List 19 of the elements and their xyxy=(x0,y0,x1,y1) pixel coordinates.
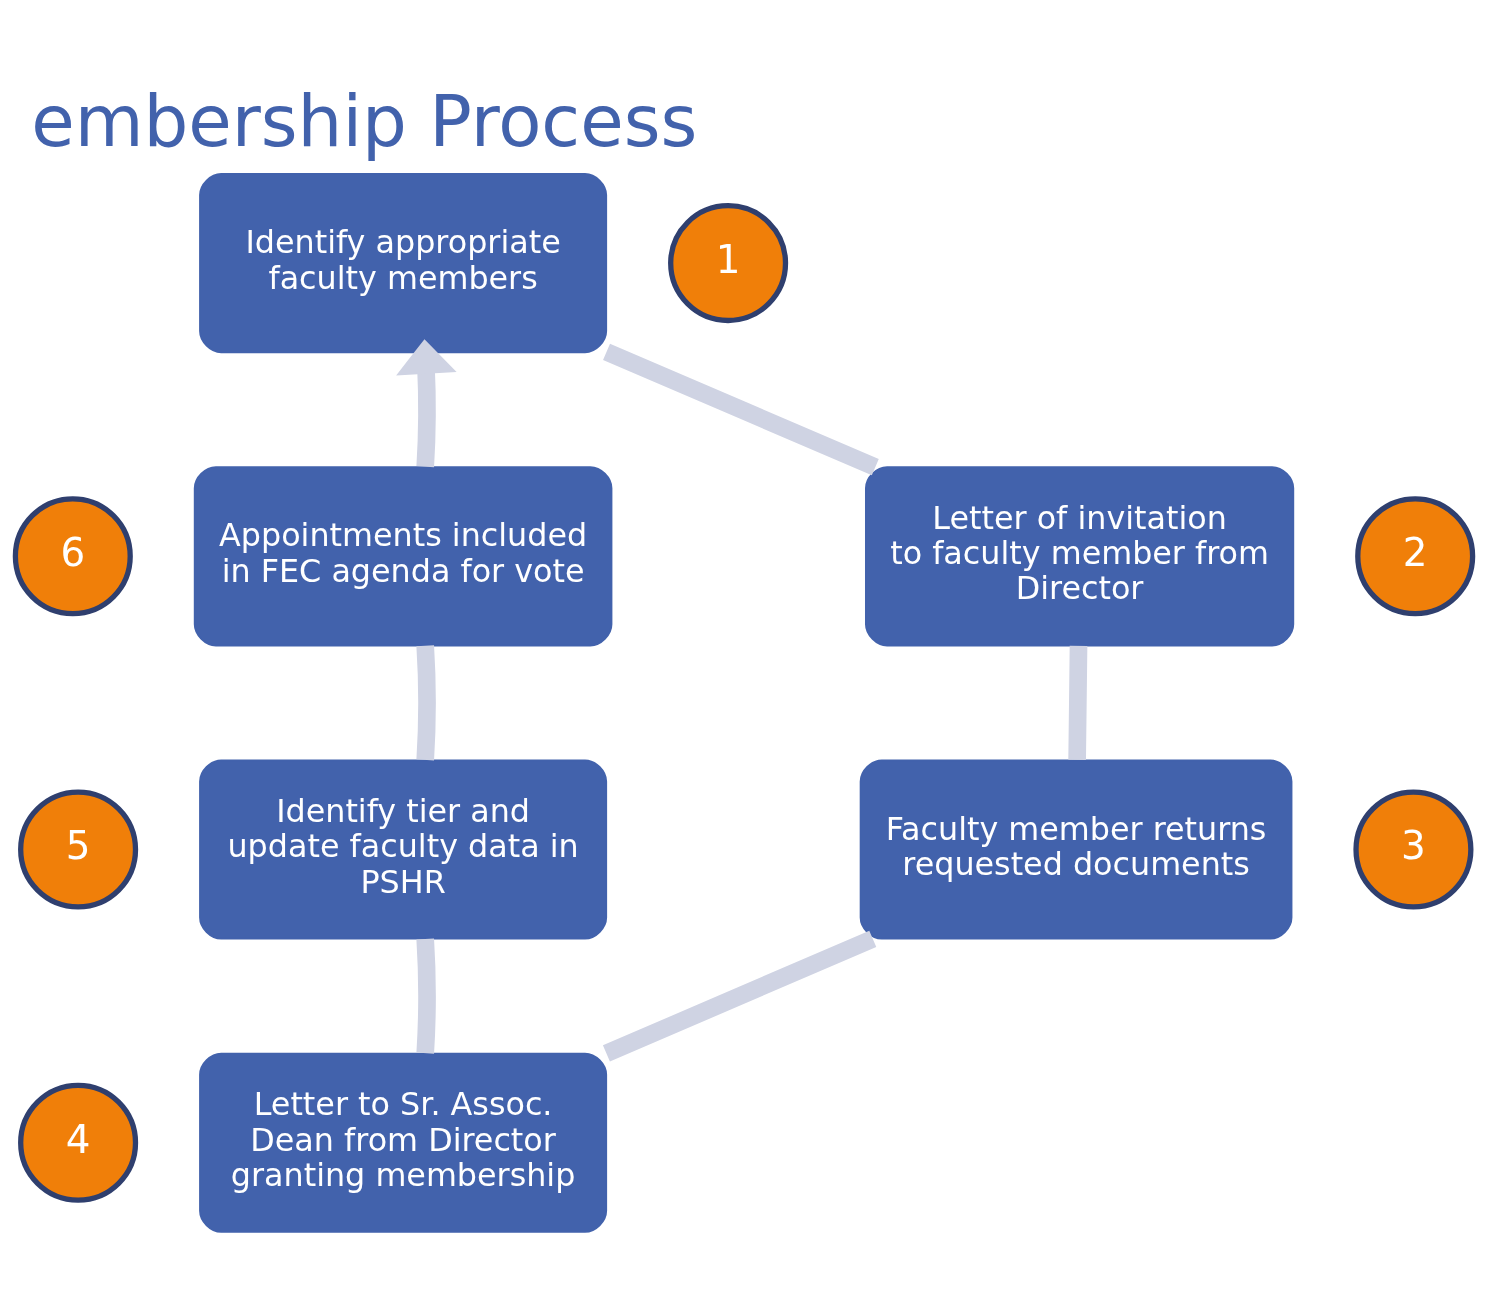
node-circle: 5 xyxy=(18,788,139,910)
connector xyxy=(416,644,436,760)
node-box: Appointments included in FEC agenda for vote xyxy=(193,465,613,646)
connector xyxy=(603,343,879,475)
arrow xyxy=(396,338,457,467)
diagram-title: embership Process xyxy=(31,79,698,163)
node-box: Letter of invitation to faculty member from Director xyxy=(865,465,1295,646)
node-circle: 3 xyxy=(1353,788,1474,910)
node-box: Identify appropriate faculty members xyxy=(199,172,608,353)
node-box: Identify tier and update faculty data in PSHR xyxy=(199,758,608,940)
node-circle: 4 xyxy=(18,1082,139,1203)
connector xyxy=(416,938,436,1054)
node-circle: 1 xyxy=(668,202,789,323)
node-circle: 2 xyxy=(1355,495,1476,616)
connector xyxy=(602,930,877,1062)
node-circle: 6 xyxy=(12,495,133,616)
connector xyxy=(1068,645,1088,760)
node-box: Letter to Sr. Assoc. Dean from Director granting membership xyxy=(199,1052,608,1233)
node-box: Faculty member returns requested documents xyxy=(859,758,1293,940)
